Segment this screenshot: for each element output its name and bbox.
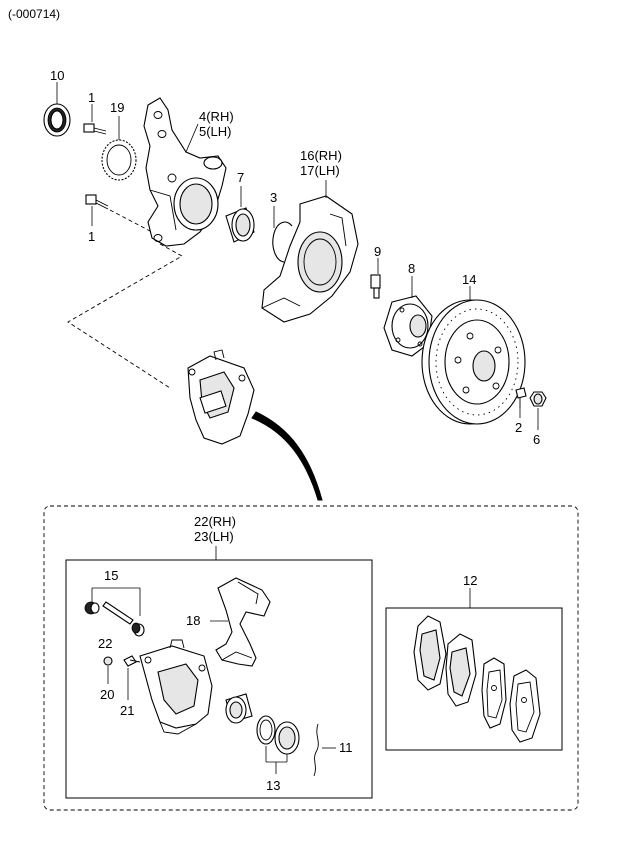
- callout-18: 18: [186, 613, 200, 628]
- detail-box-pads: [385, 607, 563, 751]
- callout-20: 20: [100, 687, 114, 702]
- callout-19: 19: [110, 100, 124, 115]
- callout-22: 22: [98, 636, 112, 651]
- callout-8: 8: [408, 261, 415, 276]
- part-6-hub-nut[interactable]: [529, 391, 547, 407]
- callout-22-rh: 22(RH): [194, 514, 236, 529]
- callout-21: 21: [120, 703, 134, 718]
- callout-5-lh: 5(LH): [199, 124, 232, 139]
- callout-13: 13: [266, 778, 280, 793]
- part-12-brake-pads[interactable]: [413, 615, 541, 743]
- callout-4-rh: 4(RH): [199, 109, 234, 124]
- callout-3: 3: [270, 190, 277, 205]
- detail-arrow: [251, 411, 323, 501]
- callout-2: 2: [515, 420, 522, 435]
- piston[interactable]: [225, 693, 253, 724]
- part-7-bearing[interactable]: [225, 207, 255, 243]
- callout-1-top: 1: [88, 90, 95, 105]
- part-3-snap-ring[interactable]: [272, 221, 293, 263]
- callout-16-rh: 16(RH): [300, 148, 342, 163]
- callout-6: 6: [533, 432, 540, 447]
- part-14-brake-disc[interactable]: [421, 299, 526, 425]
- part-1-bolt-top[interactable]: [83, 123, 107, 135]
- diagram-code: (-000714): [8, 7, 60, 21]
- part-20-cap[interactable]: [103, 656, 113, 666]
- caliper-body-detail[interactable]: [139, 639, 213, 735]
- part-13-seal-kit[interactable]: [256, 715, 300, 755]
- part-9-hub-bolt[interactable]: [370, 274, 381, 299]
- part-4-5-knuckle[interactable]: [143, 97, 227, 247]
- callout-14: 14: [462, 272, 476, 287]
- detail-box-outer: [43, 505, 579, 811]
- part-21-bleeder[interactable]: [123, 655, 141, 667]
- callout-12: 12: [463, 573, 477, 588]
- callout-9: 9: [374, 244, 381, 259]
- part-8-hub[interactable]: [383, 295, 433, 357]
- part-10-seal[interactable]: [43, 103, 71, 137]
- callout-1-lower: 1: [88, 229, 95, 244]
- caliper-assembly-upper[interactable]: [187, 349, 255, 445]
- part-2-screw[interactable]: [515, 387, 527, 408]
- callout-17-lh: 17(LH): [300, 163, 340, 178]
- part-11-clip[interactable]: [313, 723, 319, 777]
- part-1-bolt-lower[interactable]: [85, 194, 109, 210]
- callout-11: 11: [339, 740, 353, 755]
- part-18-carrier[interactable]: [215, 577, 271, 667]
- callout-15: 15: [104, 568, 118, 583]
- part-16-17-dust-cover[interactable]: [261, 195, 359, 323]
- part-19-tone-ring[interactable]: [101, 139, 137, 181]
- part-15-guide-pin-set[interactable]: [84, 601, 145, 637]
- callout-10: 10: [50, 68, 64, 83]
- detail-box-caliper: [65, 559, 373, 799]
- callout-23-lh: 23(LH): [194, 529, 234, 544]
- callout-7: 7: [237, 170, 244, 185]
